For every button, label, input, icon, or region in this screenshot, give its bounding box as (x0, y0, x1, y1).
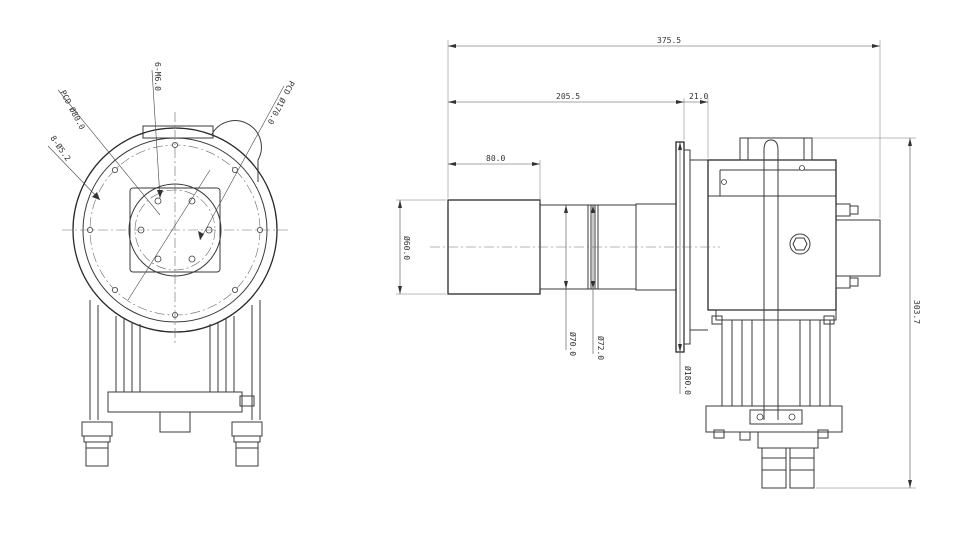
base-plate (107, 391, 243, 413)
left-cable-gland (81, 421, 113, 437)
side-bump (211, 120, 262, 182)
connector-block (757, 431, 819, 449)
dim-overall-height: 303.7 (912, 300, 921, 324)
bottom-connector (159, 411, 191, 433)
side-view: 375.5 205.5 21.0 80.0 Ø60.0 Ø70.0 Ø7 (396, 36, 921, 489)
main-housing (707, 159, 837, 311)
dim-flange-position: 205.5 (556, 92, 580, 101)
dim-flange-diameter: Ø180.0 (683, 366, 693, 395)
dim-groove-diameter: Ø72.0 (596, 336, 606, 360)
motor-body (81, 300, 263, 467)
dim-front-diameter: Ø60.0 (402, 236, 412, 260)
top-housing-cap (739, 137, 813, 161)
center-fitting (789, 233, 811, 255)
lower-body (705, 309, 843, 489)
pcd-large-label: PCD Ø170.0 (266, 79, 298, 126)
front-view: 6-M6.0 PCD Ø80.0 PCD Ø170.0 8-Ø5.2 (47, 62, 298, 467)
holes-large-label: 8-Ø5.2 (48, 133, 73, 163)
dim-overall-length: 375.5 (657, 36, 681, 45)
pcd-small-label: PCD Ø80.0 (58, 88, 87, 131)
holes-small-label: 6-M6.0 (153, 62, 162, 91)
dim-shaft-diameter: Ø70.0 (568, 332, 578, 356)
side-port (835, 219, 881, 277)
handle-bar (763, 139, 779, 420)
right-cable-gland (231, 421, 263, 437)
dim-front-length: 80.0 (486, 154, 505, 163)
dim-flange-thickness: 21.0 (689, 92, 708, 101)
